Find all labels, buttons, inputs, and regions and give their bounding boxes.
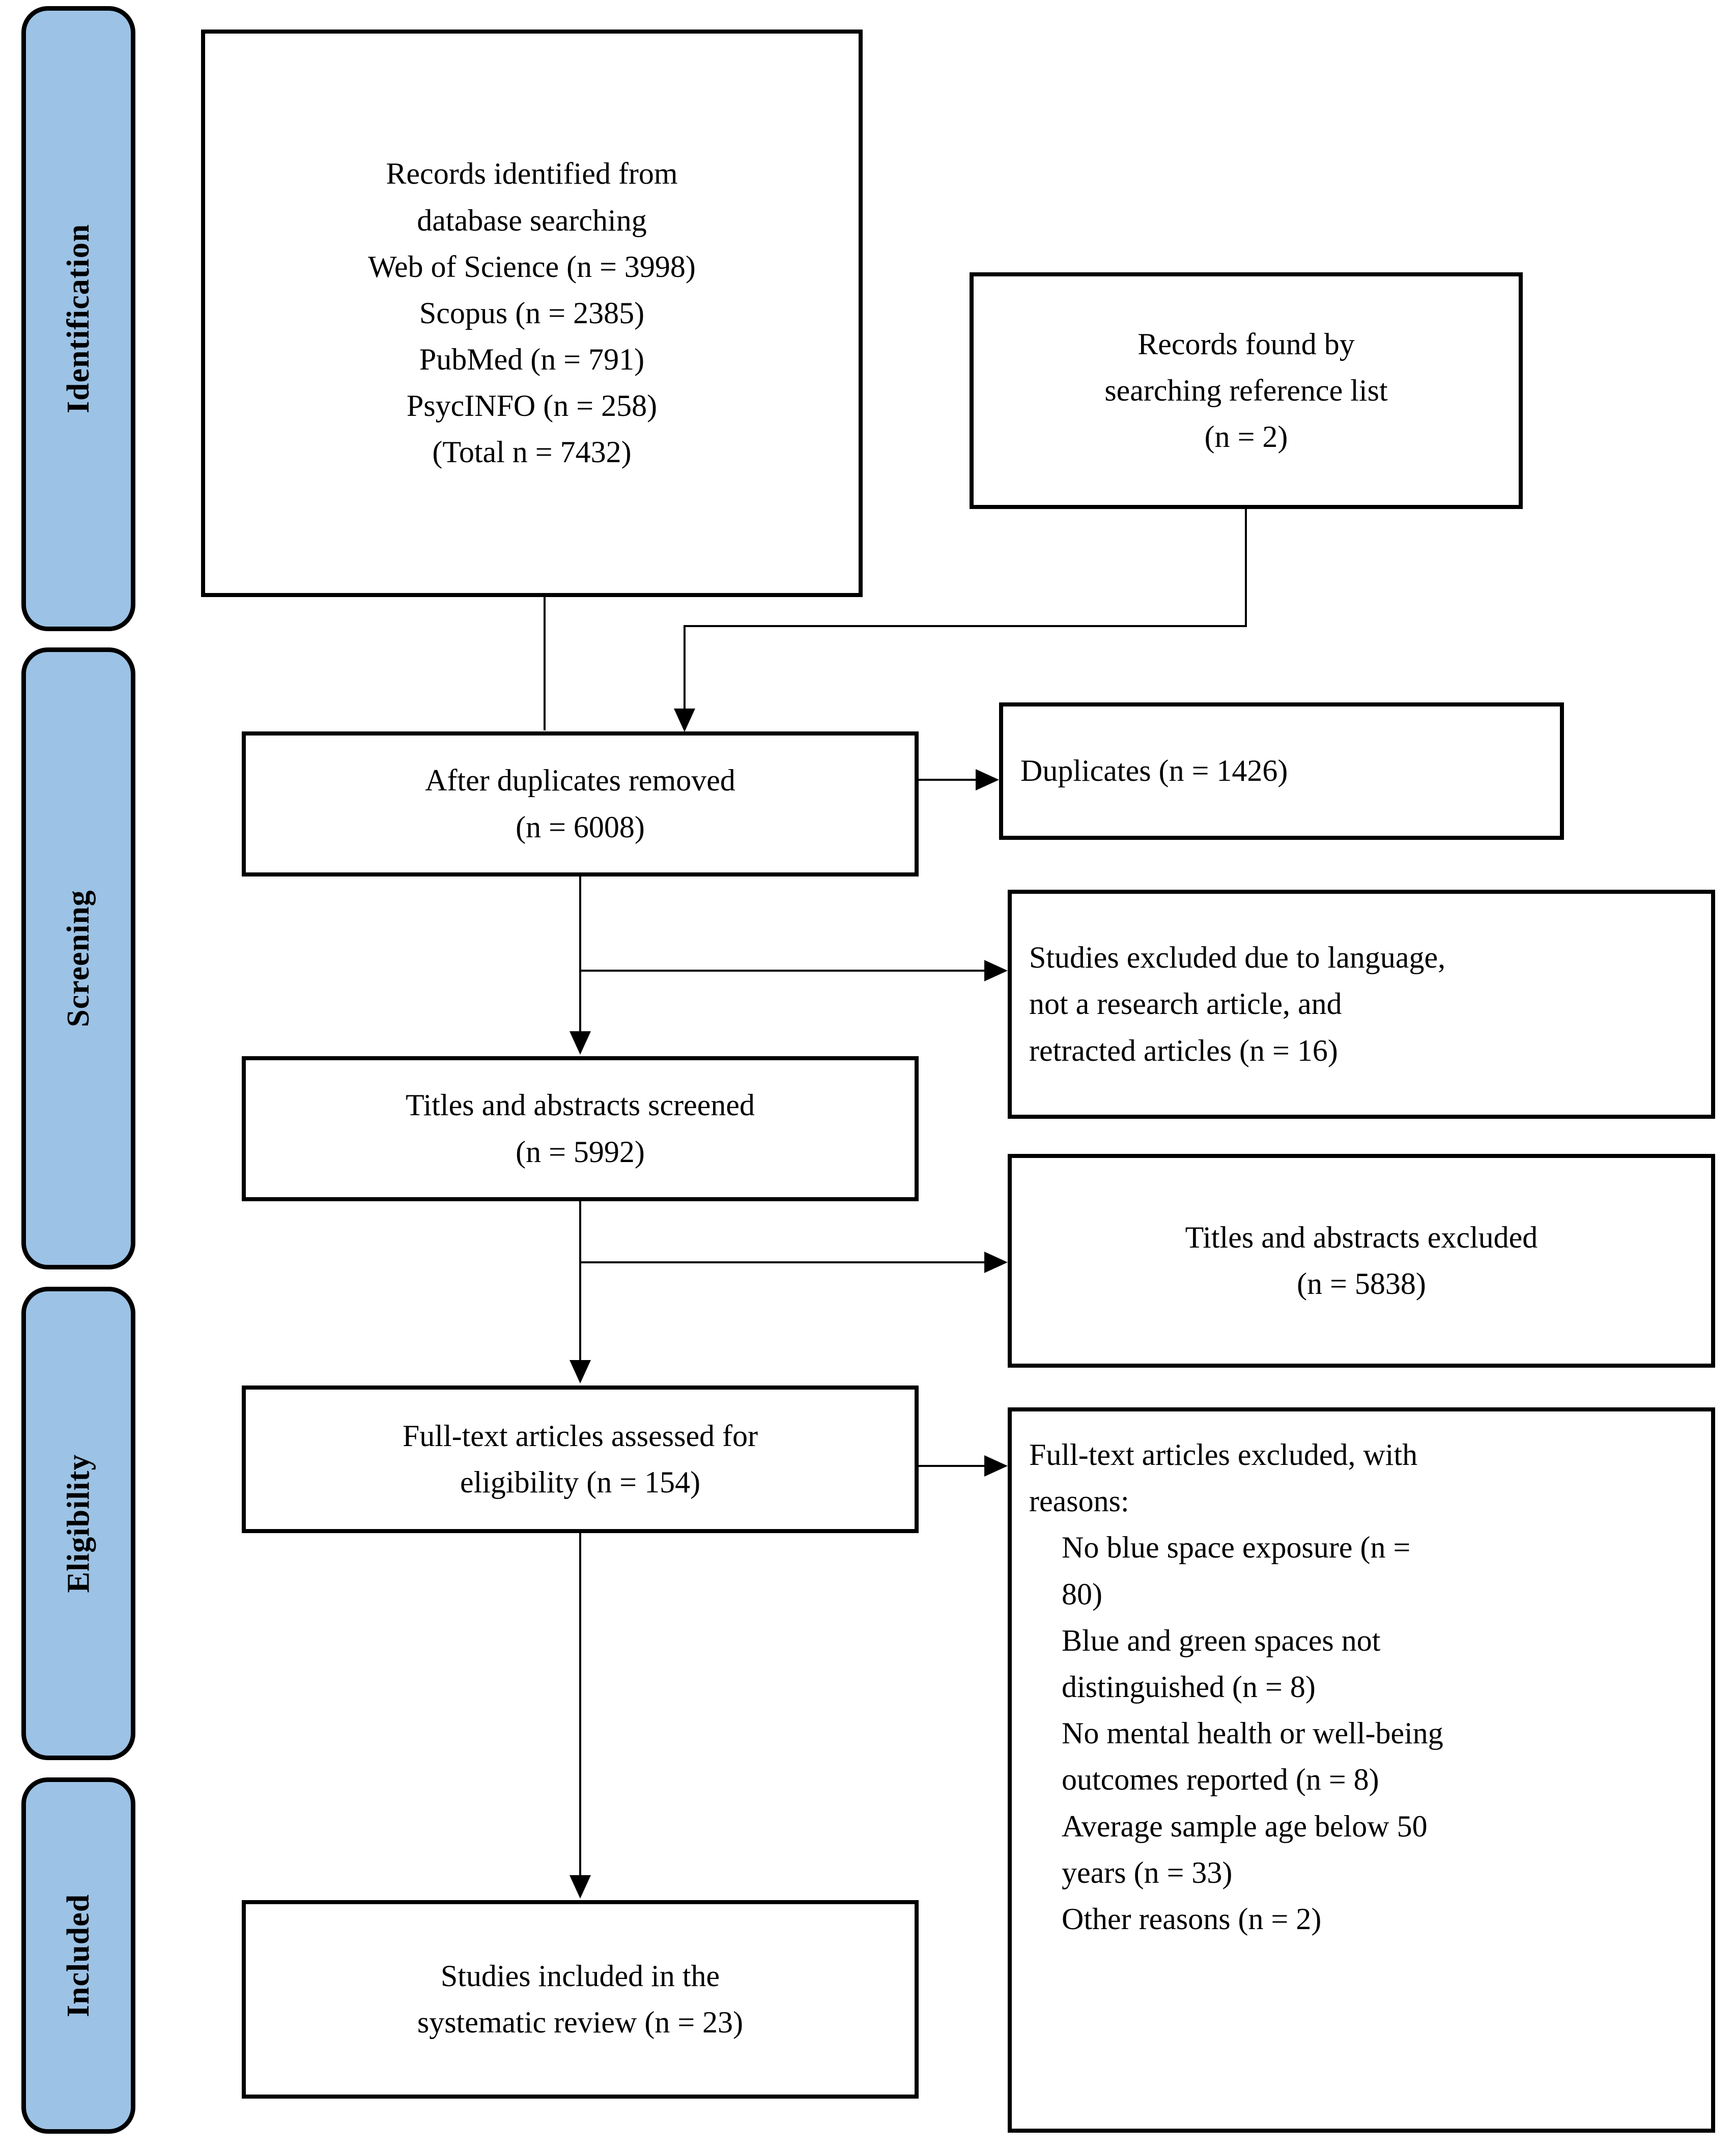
box-line: Full-text articles excluded, with [1029, 1438, 1418, 1472]
exclusion-reason-line: No mental health or well-being [1062, 1716, 1443, 1750]
exclusion-reason-line: Average sample age below 50 [1062, 1809, 1428, 1843]
box-titles-screened: Titles and abstracts screened (n = 5992) [242, 1056, 919, 1201]
connector-branch-to-titles-excluded [579, 1261, 986, 1263]
box-titles-excluded: Titles and abstracts excluded (n = 5838) [1008, 1154, 1715, 1368]
box-line: (n = 5838) [1297, 1267, 1426, 1300]
box-line: PsycINFO (n = 258) [406, 389, 658, 423]
box-line: Full-text articles assessed for [402, 1419, 758, 1453]
box-line: Web of Science (n = 3998) [368, 249, 696, 284]
box-duplicates: Duplicates (n = 1426) [999, 702, 1564, 840]
exclusion-reason-line: outcomes reported (n = 8) [1062, 1763, 1379, 1797]
exclusion-reason-line: No blue space exposure (n = [1062, 1531, 1411, 1565]
arrowhead-to-titles-excluded [984, 1252, 1008, 1273]
box-line: Duplicates (n = 1426) [1020, 754, 1288, 788]
arrowhead-to-fulltext-excluded [984, 1455, 1008, 1477]
box-line: After duplicates removed [425, 764, 735, 798]
box-records-reference-list: Records found by searching reference lis… [970, 272, 1523, 509]
box-records-identified: Records identified from database searchi… [201, 30, 863, 597]
phase-pill-identification: Identification [21, 6, 135, 631]
phase-pill-eligibility: Eligibility [21, 1287, 135, 1760]
box-line: (n = 6008) [516, 810, 645, 844]
connector-dedup-to-titles [579, 876, 581, 1034]
box-studies-excluded-language: Studies excluded due to language, not a … [1008, 890, 1715, 1119]
box-line: (n = 2) [1204, 420, 1288, 454]
arrowhead-into-titles [570, 1031, 591, 1055]
box-line: Studies excluded due to language, [1029, 941, 1446, 975]
connector-reference-down [1245, 509, 1247, 625]
box-line: (Total n = 7432) [432, 435, 632, 469]
phase-pill-screening: Screening [21, 647, 135, 1269]
box-studies-included: Studies included in the systematic revie… [242, 1900, 919, 2099]
box-line: not a research article, and [1029, 987, 1342, 1021]
box-line: Studies included in the [440, 1959, 720, 1993]
phase-label-identification: Identification [61, 223, 96, 414]
box-line: (n = 5992) [516, 1135, 645, 1169]
connector-fulltext-to-excluded [919, 1465, 986, 1467]
box-after-duplicates: After duplicates removed (n = 6008) [242, 731, 919, 876]
box-line: Titles and abstracts screened [406, 1088, 755, 1122]
connector-dedup-to-duplicates [919, 779, 977, 781]
box-fulltext-excluded: Full-text articles excluded, with reason… [1008, 1407, 1715, 2133]
box-line: systematic review (n = 23) [417, 2005, 744, 2039]
connector-titles-to-fulltext [579, 1201, 581, 1364]
box-line: searching reference list [1104, 373, 1388, 407]
phase-label-eligibility: Eligibility [61, 1454, 96, 1593]
connector-identified-to-dedup [544, 597, 546, 730]
exclusion-reason-line: years (n = 33) [1062, 1855, 1233, 1889]
exclusion-reason-line: distinguished (n = 8) [1062, 1670, 1316, 1704]
box-line: eligibility (n = 154) [460, 1465, 701, 1499]
box-fulltext-assessed: Full-text articles assessed for eligibil… [242, 1385, 919, 1533]
arrowhead-into-included [570, 1875, 591, 1899]
box-line: database searching [417, 203, 647, 237]
arrowhead-to-language-exclusion [984, 960, 1008, 981]
exclusion-reason-line: 80) [1062, 1577, 1102, 1611]
box-line: Scopus (n = 2385) [419, 296, 645, 330]
phase-pill-included: Included [21, 1777, 135, 2134]
box-line: PubMed (n = 791) [419, 343, 645, 377]
arrowhead-to-duplicates [976, 769, 999, 790]
arrowhead-into-fulltext [570, 1360, 591, 1383]
connector-reference-across [684, 625, 1247, 627]
exclusion-reason-line: Other reasons (n = 2) [1062, 1902, 1322, 1936]
phase-label-screening: Screening [61, 890, 96, 1027]
box-line: Titles and abstracts excluded [1185, 1220, 1538, 1254]
phase-label-included: Included [61, 1893, 96, 2018]
box-line: retracted articles (n = 16) [1029, 1033, 1338, 1067]
arrowhead-into-dedup [674, 709, 695, 732]
box-line: reasons: [1029, 1484, 1129, 1518]
connector-branch-to-language-exclusion [579, 970, 986, 972]
connector-reference-into-dedup [684, 625, 686, 712]
box-line: Records identified from [386, 157, 678, 191]
exclusion-reason-line: Blue and green spaces not [1062, 1623, 1381, 1657]
box-line: Records found by [1137, 327, 1355, 361]
connector-fulltext-to-included [579, 1533, 581, 1879]
